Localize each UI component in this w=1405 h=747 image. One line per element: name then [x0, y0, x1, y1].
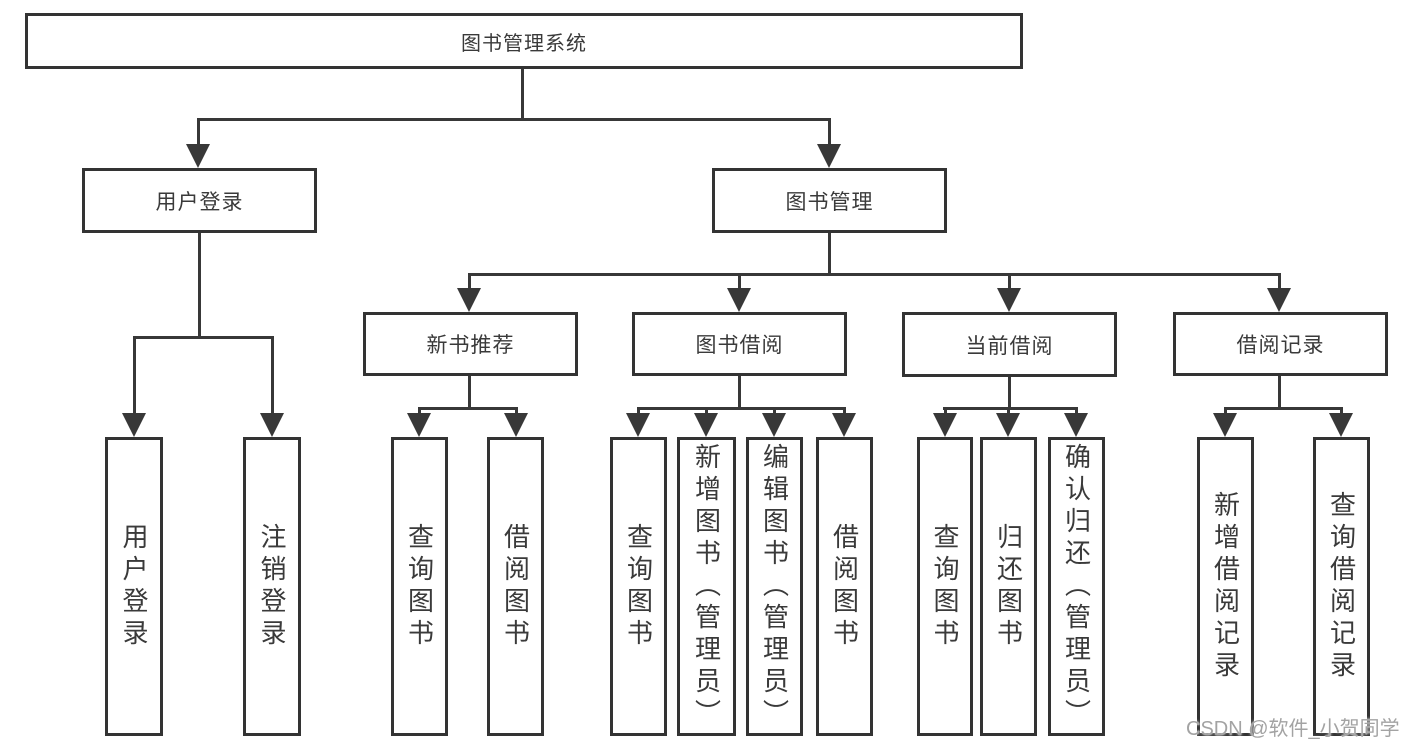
connector-line — [418, 407, 517, 410]
node-label: 借阅图书 — [500, 522, 531, 651]
connector-line — [515, 407, 518, 415]
connector-line — [773, 407, 776, 415]
connector-line — [738, 273, 741, 290]
node-label: 确认归还（管理员） — [1061, 442, 1092, 731]
node-current-borrowing: 当前借阅 — [902, 312, 1117, 377]
node-label: 新增图书（管理员） — [691, 442, 722, 731]
node-library-management-system: 图书管理系统 — [25, 13, 1023, 69]
connector-line — [1278, 376, 1281, 407]
arrowhead-down — [727, 288, 751, 312]
leaf-query-borrow-record: 查询借阅记录 — [1313, 437, 1370, 736]
arrowhead-down — [762, 413, 786, 437]
node-label: 借阅图书 — [829, 522, 860, 651]
arrowhead-down — [996, 413, 1020, 437]
node-label: 图书管理系统 — [461, 32, 587, 55]
arrowhead-down — [626, 413, 650, 437]
connector-line — [1008, 273, 1011, 290]
node-label: 图书管理 — [785, 190, 874, 214]
connector-line — [133, 336, 136, 415]
node-label: 用户登录 — [155, 190, 244, 214]
node-label: 注销登录 — [257, 522, 287, 651]
node-label: 编辑图书（管理员） — [759, 442, 790, 731]
leaf-user-login: 用户登录 — [105, 437, 163, 736]
arrowhead-down — [1329, 413, 1353, 437]
leaf-logout-login: 注销登录 — [243, 437, 301, 736]
arrowhead-down — [832, 413, 856, 437]
connector-line — [468, 273, 471, 290]
arrowhead-down — [186, 144, 210, 168]
connector-line — [133, 336, 274, 339]
connector-line — [944, 407, 947, 415]
connector-line — [637, 407, 846, 410]
arrowhead-down — [694, 413, 718, 437]
node-label: 当前借阅 — [965, 334, 1054, 358]
leaf-query-books-borrowing: 查询图书 — [610, 437, 667, 736]
leaf-confirm-return-admin: 确认归还（管理员） — [1048, 437, 1105, 736]
arrowhead-down — [1064, 413, 1088, 437]
leaf-query-books-current: 查询图书 — [917, 437, 973, 736]
connector-line — [828, 233, 831, 273]
node-book-borrowing: 图书借阅 — [632, 312, 847, 376]
leaf-edit-book-admin: 编辑图书（管理员） — [746, 437, 803, 736]
connector-line — [198, 233, 201, 336]
connector-line — [637, 407, 640, 415]
node-new-book-recommend: 新书推荐 — [363, 312, 578, 376]
connector-line — [843, 407, 846, 415]
node-label: 查询图书 — [404, 522, 435, 651]
connector-line — [521, 69, 524, 118]
connector-line — [418, 407, 421, 415]
arrowhead-down — [933, 413, 957, 437]
connector-line — [468, 273, 1281, 276]
leaf-borrow-books: 借阅图书 — [816, 437, 873, 736]
watermark: CSDN @软件_小贺同学 — [1186, 718, 1400, 740]
connector-line — [1224, 407, 1343, 410]
node-label: 用户登录 — [119, 522, 149, 651]
node-label: 查询图书 — [930, 522, 960, 651]
arrowhead-down — [260, 413, 284, 437]
arrowhead-down — [504, 413, 528, 437]
connector-line — [468, 376, 471, 407]
connector-line — [271, 336, 274, 415]
arrowhead-down — [407, 413, 431, 437]
leaf-add-book-admin: 新增图书（管理员） — [677, 437, 736, 736]
node-label: 新增借阅记录 — [1210, 490, 1241, 683]
connector-line — [1075, 407, 1078, 415]
node-label: 查询借阅记录 — [1326, 490, 1357, 683]
node-book-management: 图书管理 — [712, 168, 947, 233]
connector-line — [1278, 273, 1281, 290]
connector-line — [738, 376, 741, 407]
connector-line — [705, 407, 708, 415]
arrowhead-down — [817, 144, 841, 168]
leaf-borrow-books-recommend: 借阅图书 — [487, 437, 544, 736]
arrowhead-down — [457, 288, 481, 312]
node-borrowing-records: 借阅记录 — [1173, 312, 1388, 376]
connector-line — [1007, 407, 1010, 415]
connector-line — [197, 118, 200, 146]
connector-line — [197, 118, 831, 121]
node-label: 查询图书 — [623, 522, 654, 651]
node-label: 图书借阅 — [695, 334, 784, 357]
connector-line — [828, 118, 831, 146]
arrowhead-down — [997, 288, 1021, 312]
arrowhead-down — [122, 413, 146, 437]
node-label: 借阅记录 — [1236, 334, 1325, 357]
leaf-return-books: 归还图书 — [980, 437, 1037, 736]
arrowhead-down — [1213, 413, 1237, 437]
connector-line — [1008, 377, 1011, 407]
arrowhead-down — [1267, 288, 1291, 312]
connector-line — [943, 407, 1078, 410]
leaf-add-borrow-record: 新增借阅记录 — [1197, 437, 1254, 736]
connector-line — [1340, 407, 1343, 415]
node-user-login: 用户登录 — [82, 168, 317, 233]
leaf-query-books-recommend: 查询图书 — [391, 437, 448, 736]
node-label: 新书推荐 — [426, 334, 515, 357]
node-label: 归还图书 — [993, 522, 1024, 651]
connector-line — [1224, 407, 1227, 415]
